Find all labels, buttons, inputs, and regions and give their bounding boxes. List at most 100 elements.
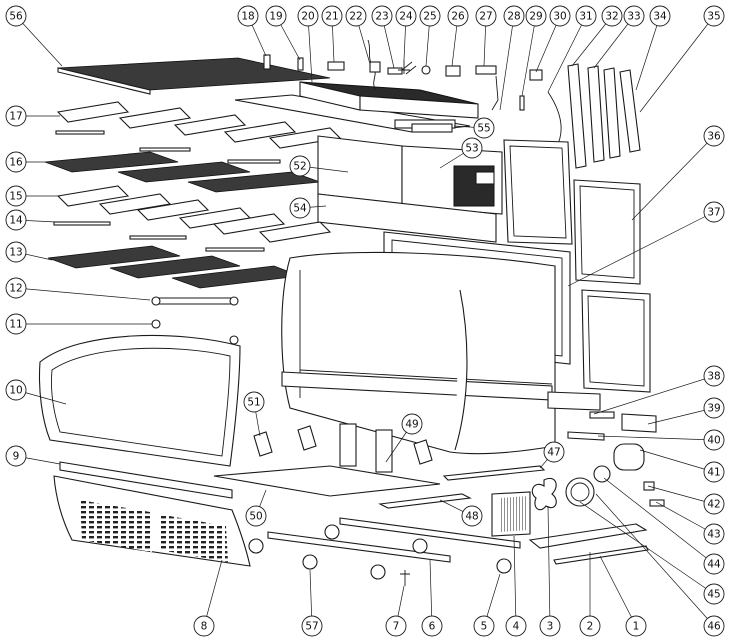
callout-circle [401, 413, 423, 435]
callout-circle [703, 429, 725, 451]
callout-number: 40 [707, 435, 720, 447]
callout-circle [193, 615, 215, 637]
callout-number: 41 [707, 467, 720, 479]
leader-line-56 [15, 15, 63, 67]
callout-number: 4 [513, 621, 520, 633]
leader-line-32 [571, 15, 613, 67]
callout-42: 42 [703, 493, 725, 515]
leader-line-1 [599, 555, 637, 627]
callout-number: 10 [9, 385, 22, 397]
callout-number: 27 [479, 11, 492, 23]
callout-circle [5, 313, 27, 335]
callout-number: 29 [529, 11, 542, 23]
leader-line-43 [655, 501, 715, 535]
callout-circle [703, 201, 725, 223]
callout-circle [625, 615, 647, 637]
callout-number: 49 [405, 419, 418, 431]
callout-circle [703, 553, 725, 575]
callout-number: 12 [9, 283, 22, 295]
callout-35: 35 [703, 5, 725, 27]
callout-circle [649, 5, 671, 27]
callout-circle [503, 5, 525, 27]
callout-43: 43 [703, 523, 725, 545]
leader-line-20 [307, 15, 313, 83]
callout-number: 55 [477, 123, 490, 135]
callout-circle [543, 441, 565, 463]
callout-23: 23 [371, 5, 393, 27]
callout-number: 8 [201, 621, 208, 633]
condenser-fan [531, 465, 611, 511]
shelf-brackets-lower [56, 185, 332, 243]
callout-number: 28 [507, 11, 520, 23]
callout-45: 45 [703, 583, 725, 605]
callout-number: 15 [9, 191, 22, 203]
callout-54: 54 [289, 197, 311, 219]
callout-circle [297, 5, 319, 27]
callout-16: 16 [5, 151, 27, 173]
callout-number: 48 [465, 511, 478, 523]
callout-number: 33 [627, 11, 640, 23]
callout-9: 9 [5, 445, 27, 467]
callout-2: 2 [579, 615, 601, 637]
callout-number: 23 [375, 11, 388, 23]
callout-5: 5 [473, 615, 495, 637]
callout-circle [525, 5, 547, 27]
callout-31: 31 [575, 5, 597, 27]
leader-line-44 [603, 477, 715, 565]
leader-line-46 [595, 493, 715, 627]
callout-11: 11 [5, 313, 27, 335]
callout-circle [371, 5, 393, 27]
callout-15: 15 [5, 185, 27, 207]
callout-number: 18 [241, 11, 254, 23]
leader-line-31 [547, 15, 587, 93]
callout-number: 7 [393, 621, 400, 633]
callout-circle [289, 197, 311, 219]
shelf-rods [53, 221, 265, 252]
callout-13: 13 [5, 241, 27, 263]
callout-circle [703, 461, 725, 483]
callout-circle [5, 151, 27, 173]
base-plate [213, 465, 441, 497]
callout-circle [703, 493, 725, 515]
callout-39: 39 [703, 397, 725, 419]
wire-shelves-row-2 [44, 130, 321, 193]
callout-3: 3 [539, 615, 561, 637]
chassis-and-casters [248, 517, 521, 580]
callout-circle [475, 5, 497, 27]
callout-circle [5, 209, 27, 231]
callout-26: 26 [447, 5, 469, 27]
callout-28: 28 [503, 5, 525, 27]
callout-number: 16 [9, 157, 23, 169]
callout-circle [703, 523, 725, 545]
callout-52: 52 [289, 155, 311, 177]
callout-number: 2 [587, 621, 594, 633]
base-supports [253, 423, 433, 473]
callout-circle [601, 5, 623, 27]
callout-50: 50 [245, 505, 267, 527]
back-panels [317, 135, 503, 243]
callout-32: 32 [601, 5, 623, 27]
callout-circle [5, 185, 27, 207]
curved-front-glass [38, 334, 241, 467]
callout-circle [447, 5, 469, 27]
callout-circle [461, 505, 483, 527]
callout-14: 14 [5, 209, 27, 231]
callout-circle [395, 5, 417, 27]
callout-number: 36 [707, 131, 721, 143]
callout-number: 9 [13, 451, 20, 463]
front-louvered-panel [53, 475, 251, 567]
leader-line-12 [15, 287, 151, 301]
callout-number: 51 [247, 397, 260, 409]
callout-number: 47 [547, 447, 560, 459]
leader-line-42 [647, 485, 715, 505]
callout-46: 46 [703, 615, 725, 637]
leader-line-37 [567, 211, 715, 287]
callout-22: 22 [345, 5, 367, 27]
top-small-parts [263, 39, 543, 111]
callout-number: 35 [707, 11, 720, 23]
callout-29: 29 [525, 5, 547, 27]
callout-circle [265, 5, 287, 27]
callout-circle [237, 5, 259, 27]
top-rail [442, 465, 546, 481]
